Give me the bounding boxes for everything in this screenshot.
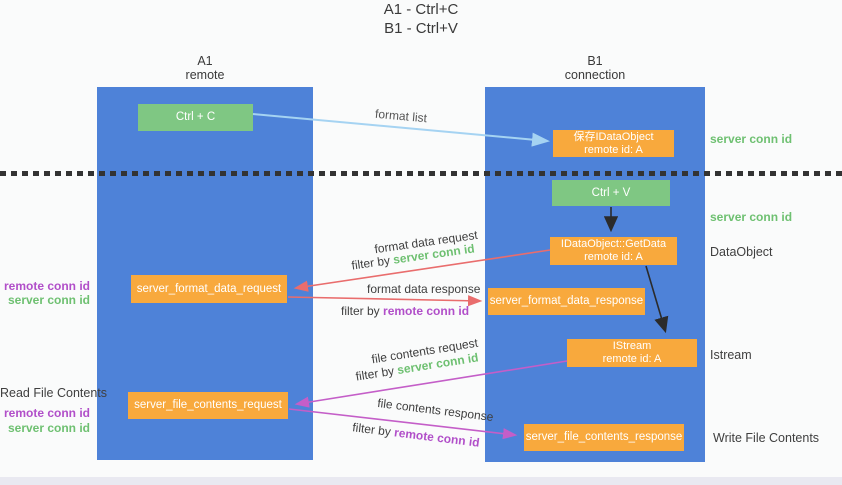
box-idataobject-getdata-line1: IDataObject::GetData — [560, 238, 667, 250]
box-save-idataobject-line1: 保存IDataObject — [573, 130, 654, 143]
label-write-file-contents: Write File Contents — [713, 431, 820, 445]
arrow-format-data-response — [287, 295, 483, 307]
label-remote-conn-id-left-1: remote conn id — [3, 279, 90, 293]
column-header-a1: A1 remote — [97, 54, 313, 82]
box-save-idataobject: 保存IDataObject remote id: A — [553, 130, 674, 157]
box-ctrl-c-label: Ctrl + C — [175, 111, 216, 123]
title-line-2: B1 - Ctrl+V — [384, 20, 458, 37]
box-istream-line2: remote id: A — [602, 353, 662, 365]
box-idataobject-getdata-line2: remote id: A — [584, 251, 643, 263]
box-istream: IStream remote id: A — [567, 339, 697, 367]
filter-by-text: filter by — [351, 420, 392, 439]
label-file-contents-response: file contents response — [376, 395, 495, 425]
box-ctrl-v: Ctrl + V — [552, 180, 670, 206]
label-server-conn-id-right-mid: server conn id — [710, 210, 793, 224]
box-idataobject-getdata: IDataObject::GetData remote id: A — [550, 237, 677, 265]
box-server-format-data-request-label: server_format_data_request — [136, 282, 282, 295]
box-istream-line1: IStream — [612, 340, 652, 352]
box-server-format-data-response: server_format_data_response — [488, 288, 645, 315]
box-save-idataobject-line2: remote id: A — [584, 143, 643, 156]
label-server-conn-id-left-1: server conn id — [7, 293, 90, 307]
box-server-file-contents-request: server_file_contents_request — [128, 392, 288, 419]
box-server-format-data-request: server_format_data_request — [131, 275, 287, 303]
filter-by-text: filter by — [354, 363, 396, 384]
box-server-file-contents-response-label: server_file_contents_response — [525, 431, 683, 443]
label-server-conn-id-right-top: server conn id — [710, 132, 793, 146]
box-ctrl-v-label: Ctrl + V — [591, 186, 631, 199]
remote-conn-id-text: remote conn id — [393, 425, 481, 450]
box-server-format-data-response-label: server_format_data_response — [489, 295, 644, 307]
label-server-conn-id-left-2: server conn id — [7, 421, 90, 435]
column-b1-role: connection — [564, 68, 626, 82]
filter-by-text: filter by — [341, 304, 380, 318]
box-server-file-contents-request-label: server_file_contents_request — [134, 399, 282, 411]
label-format-list: format list — [374, 106, 428, 126]
label-filter-file-response: filter by remote conn id — [352, 420, 481, 450]
label-format-data-response: format data response — [367, 282, 481, 296]
column-b1-name: B1 — [587, 54, 603, 68]
label-read-file-contents: Read File Contents — [0, 386, 108, 400]
label-istream: Istream — [710, 348, 752, 362]
label-dataobject: DataObject — [710, 245, 773, 259]
diagram-title: A1 - Ctrl+C B1 - Ctrl+V — [0, 0, 842, 38]
bottom-strip — [0, 477, 842, 485]
column-header-b1: B1 connection — [485, 54, 705, 82]
label-remote-conn-id-left-2: remote conn id — [3, 406, 90, 420]
filter-by-text: filter by — [350, 253, 391, 273]
column-a1-role: remote — [185, 68, 225, 82]
box-ctrl-c: Ctrl + C — [138, 104, 253, 131]
dashed-divider — [0, 171, 842, 176]
title-line-1: A1 - Ctrl+C — [383, 1, 459, 18]
column-a1-name: A1 — [197, 54, 213, 68]
box-server-file-contents-response: server_file_contents_response — [524, 424, 684, 451]
remote-conn-id-text: remote conn id — [383, 304, 470, 318]
label-filter-format-response: filter by remote conn id — [341, 304, 469, 318]
